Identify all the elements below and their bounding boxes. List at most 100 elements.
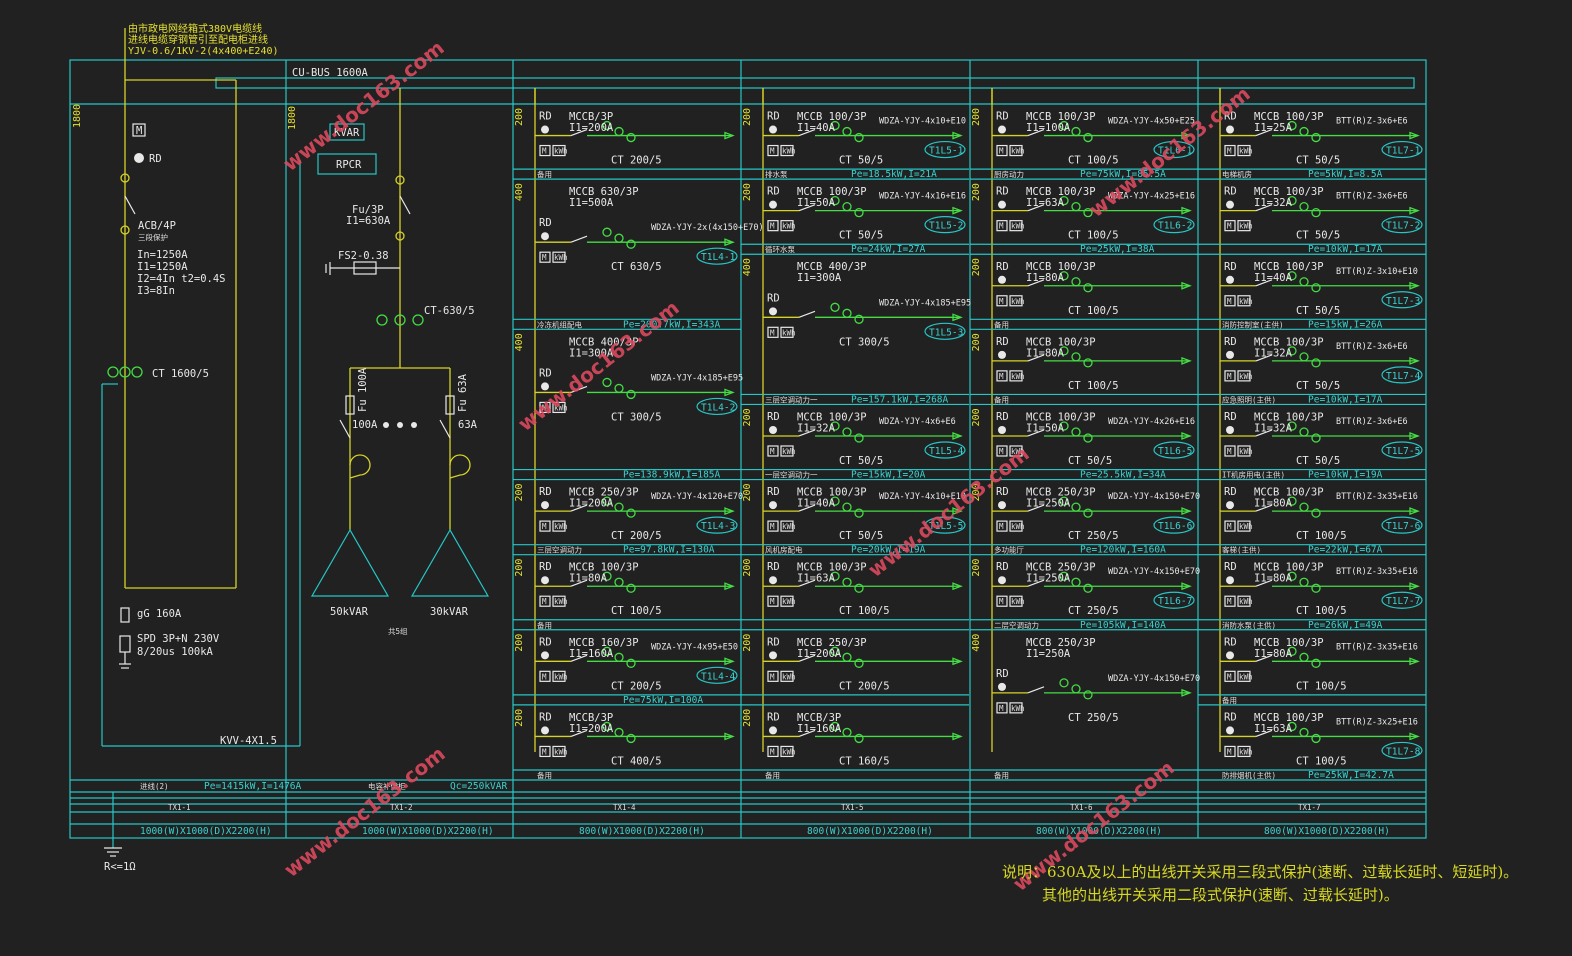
ct-coil-icon bbox=[842, 202, 852, 212]
panel-size: 800(W)X1000(D)X2200(H) bbox=[1036, 826, 1162, 837]
load-label: Pe=18.5kW,I=21A bbox=[851, 169, 937, 180]
breaker-contact bbox=[798, 654, 816, 662]
breaker-contact bbox=[1255, 204, 1273, 212]
breaker-contact bbox=[1027, 279, 1045, 287]
ct-coil-icon bbox=[830, 302, 840, 312]
col1-height: 1800 bbox=[72, 104, 83, 128]
ct-coil-icon bbox=[842, 577, 852, 587]
ct-coil-icon bbox=[614, 652, 624, 662]
i1-label: I1=200A bbox=[569, 498, 614, 510]
ct-coil-icon bbox=[1299, 202, 1309, 212]
circuit-tag: T1L7-8 bbox=[1386, 746, 1421, 757]
arrow-icon bbox=[1409, 206, 1420, 215]
i1-label: I1=100A bbox=[1026, 122, 1071, 134]
circuit-name: 备用 bbox=[1222, 695, 1237, 705]
meter-kwh-text: kWh bbox=[1239, 672, 1253, 681]
ct-coil-icon bbox=[842, 502, 852, 512]
meter-kwh-icon bbox=[1009, 702, 1023, 714]
breaker-contact bbox=[798, 310, 816, 318]
breaker-label: MCCB/3P bbox=[569, 111, 613, 123]
rd-label: RD bbox=[996, 186, 1009, 198]
load-label: Pe=25kW,I=42.7A bbox=[1308, 770, 1394, 781]
meter-kwh-icon bbox=[552, 401, 566, 414]
arrow-icon bbox=[724, 388, 735, 397]
meter-m-icon bbox=[767, 326, 779, 338]
meter-kwh-text: kWh bbox=[554, 597, 568, 606]
ct-coil-icon bbox=[1071, 202, 1081, 212]
ct-coil-icon bbox=[1311, 658, 1321, 668]
ct-coil-icon bbox=[854, 583, 864, 593]
meter-kwh-text: kWh bbox=[782, 147, 796, 156]
cable-label: WDZA-YJY-4x10+E10 bbox=[879, 117, 966, 127]
circuit-tag-oval bbox=[924, 140, 966, 159]
load-label: Pe=22kW,I=67A bbox=[1308, 545, 1383, 556]
meter-kwh-icon bbox=[780, 326, 794, 338]
i1-label: I1=32A bbox=[797, 422, 836, 434]
rd-label: RD bbox=[539, 217, 552, 229]
circuit-name: 电梯机房 bbox=[1222, 169, 1252, 179]
load-label: Pe=138.9kW,I=185A bbox=[623, 470, 721, 481]
ct-coil-icon bbox=[1059, 571, 1069, 581]
arrow-icon bbox=[952, 313, 963, 322]
rd-label: RD bbox=[996, 668, 1009, 680]
i1-label: I1=250A bbox=[1026, 498, 1071, 510]
cable-label: BTT(R)Z-3x6+E6 bbox=[1336, 417, 1408, 427]
indicator-lamp-icon bbox=[1226, 501, 1234, 510]
cable-label: WDZA-YJY-4x26+E16 bbox=[1108, 417, 1195, 427]
meter-kwh-text: kWh bbox=[1011, 522, 1025, 531]
arrow-icon bbox=[952, 657, 963, 666]
indicator-lamp-icon bbox=[769, 501, 777, 510]
breaker-contact bbox=[798, 579, 816, 587]
ct-coil-icon bbox=[830, 421, 840, 431]
panel-id: TX1-6 bbox=[1070, 803, 1093, 812]
ct-coil-icon bbox=[1299, 277, 1309, 287]
indicator-lamp-icon bbox=[998, 682, 1006, 691]
ct-label: CT 200/5 bbox=[611, 155, 662, 167]
ct-coil-icon bbox=[1299, 126, 1309, 137]
breaker-contact bbox=[1255, 128, 1273, 137]
kvar-label: KVAR bbox=[334, 127, 360, 139]
cable-label: WDZA-YJY-4x16+E16 bbox=[879, 192, 966, 202]
breaker-contact bbox=[1255, 654, 1273, 662]
ct-coil-icon bbox=[1083, 208, 1093, 218]
circuit-tag: T1L5-2 bbox=[929, 221, 963, 232]
meter-kwh-text: kWh bbox=[1011, 597, 1025, 606]
load-label: Pe=10kW,I=17A bbox=[1308, 394, 1383, 405]
circuit-tag-oval bbox=[924, 322, 966, 340]
circuit-tag: T1L6-1 bbox=[1158, 146, 1193, 157]
indicator-lamp-icon bbox=[1226, 425, 1234, 434]
row-height: 200 bbox=[742, 108, 753, 126]
row-height: 200 bbox=[514, 709, 525, 727]
meter-kwh-icon bbox=[1009, 445, 1023, 457]
indicator-lamp-icon bbox=[1226, 651, 1234, 660]
ct-coil-icon bbox=[1299, 652, 1309, 662]
ct-coil-icon bbox=[614, 383, 624, 394]
circuit-tag: T1L5-4 bbox=[929, 446, 964, 457]
circuit-name: 应急照明(主供) bbox=[1222, 394, 1276, 404]
indicator-lamp-icon bbox=[769, 726, 777, 735]
ct-label: CT 300/5 bbox=[839, 336, 890, 348]
i1-label: I1=160A bbox=[797, 723, 842, 735]
ct-coil-icon bbox=[1083, 583, 1093, 593]
ct-label: CT 50/5 bbox=[839, 530, 883, 542]
indicator-lamp-icon bbox=[998, 275, 1006, 284]
acb-param-3: I2=4In t2=0.4S bbox=[137, 273, 226, 285]
meter-m-icon bbox=[1224, 370, 1236, 382]
ct-coil-icon bbox=[842, 727, 852, 738]
meter-m-text: M bbox=[770, 597, 775, 606]
circuit-name: 厨房动力 bbox=[994, 169, 1024, 179]
acb-sub: 三段保护 bbox=[138, 232, 168, 242]
meter-m-text: M bbox=[1227, 222, 1232, 231]
breaker-contact bbox=[570, 729, 588, 737]
meter-kwh-text: kWh bbox=[782, 672, 796, 681]
ct-coil-icon bbox=[854, 314, 864, 324]
meter-m-text: M bbox=[770, 672, 775, 681]
meter-kwh-text: kWh bbox=[554, 672, 568, 681]
ct-coil-icon bbox=[1311, 132, 1321, 143]
ct-label: CT 50/5 bbox=[839, 455, 883, 467]
indicator-lamp-icon bbox=[769, 425, 777, 434]
incoming-line1: 由市政电网经箱式380V电缆线 bbox=[128, 22, 262, 35]
i1-label: I1=250A bbox=[1026, 648, 1071, 660]
meter-m-text: M bbox=[542, 403, 547, 412]
indicator-lamp-icon bbox=[769, 307, 777, 316]
